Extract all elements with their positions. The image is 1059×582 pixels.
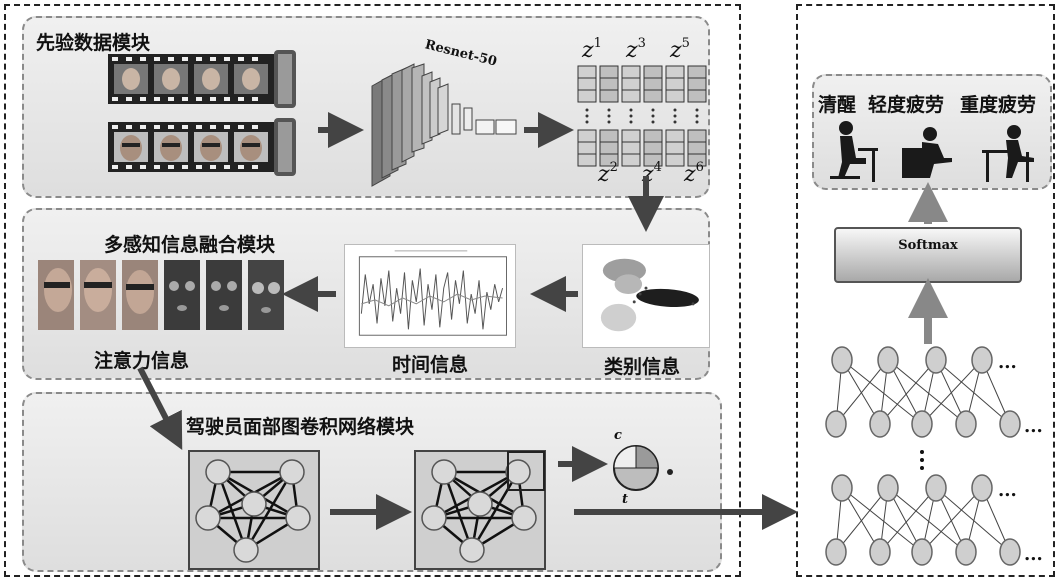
left-frame: [4, 4, 741, 577]
nn-ellipsis: ...: [998, 352, 1017, 373]
film-strip-bottom: [108, 118, 296, 176]
latent-label: z5: [670, 36, 690, 63]
circle-c-label: c: [614, 428, 622, 443]
prior-module-title: 先验数据模块: [36, 32, 151, 54]
category-cluster-plot: [582, 244, 710, 348]
neural-network-icon: [825, 346, 1021, 566]
nn-ellipsis: ...: [1024, 416, 1043, 437]
latent-label: z6: [684, 160, 704, 187]
state-severe-fatigue: 重度疲劳: [960, 94, 1037, 116]
attention-face-crops: [38, 260, 284, 330]
latent-label: z2: [598, 160, 618, 187]
gcn-module: [22, 392, 722, 572]
latent-label: z1: [582, 36, 602, 63]
feature-vector-grid: [577, 65, 707, 167]
nn-ellipsis: ...: [1024, 544, 1043, 565]
face-graph-2: [414, 450, 546, 570]
state-mild-fatigue: 轻度疲劳: [868, 94, 945, 116]
driver-silhouettes-icon: [830, 121, 1034, 182]
latent-label: z3: [626, 36, 646, 63]
latent-label: z4: [642, 160, 662, 187]
film-strip-top: [108, 50, 296, 108]
nn-ellipsis: ...: [998, 480, 1017, 501]
right-frame: [796, 4, 1055, 577]
face-graph-1: [188, 450, 320, 570]
state-awake: 清醒: [818, 94, 857, 116]
softmax-label: Softmax: [898, 238, 958, 253]
category-label: 类别信息: [604, 356, 681, 378]
time-series-plot: [344, 244, 516, 348]
attention-circle-icon: [613, 445, 673, 491]
gcn-module-title: 驾驶员面部图卷积网络模块: [186, 416, 415, 438]
resnet-network-icon: [371, 63, 517, 187]
attention-label: 注意力信息: [94, 350, 190, 372]
circle-t-label: t: [622, 492, 629, 507]
temporal-label: 时间信息: [392, 354, 469, 376]
fusion-module-title: 多感知信息融合模块: [104, 234, 276, 256]
